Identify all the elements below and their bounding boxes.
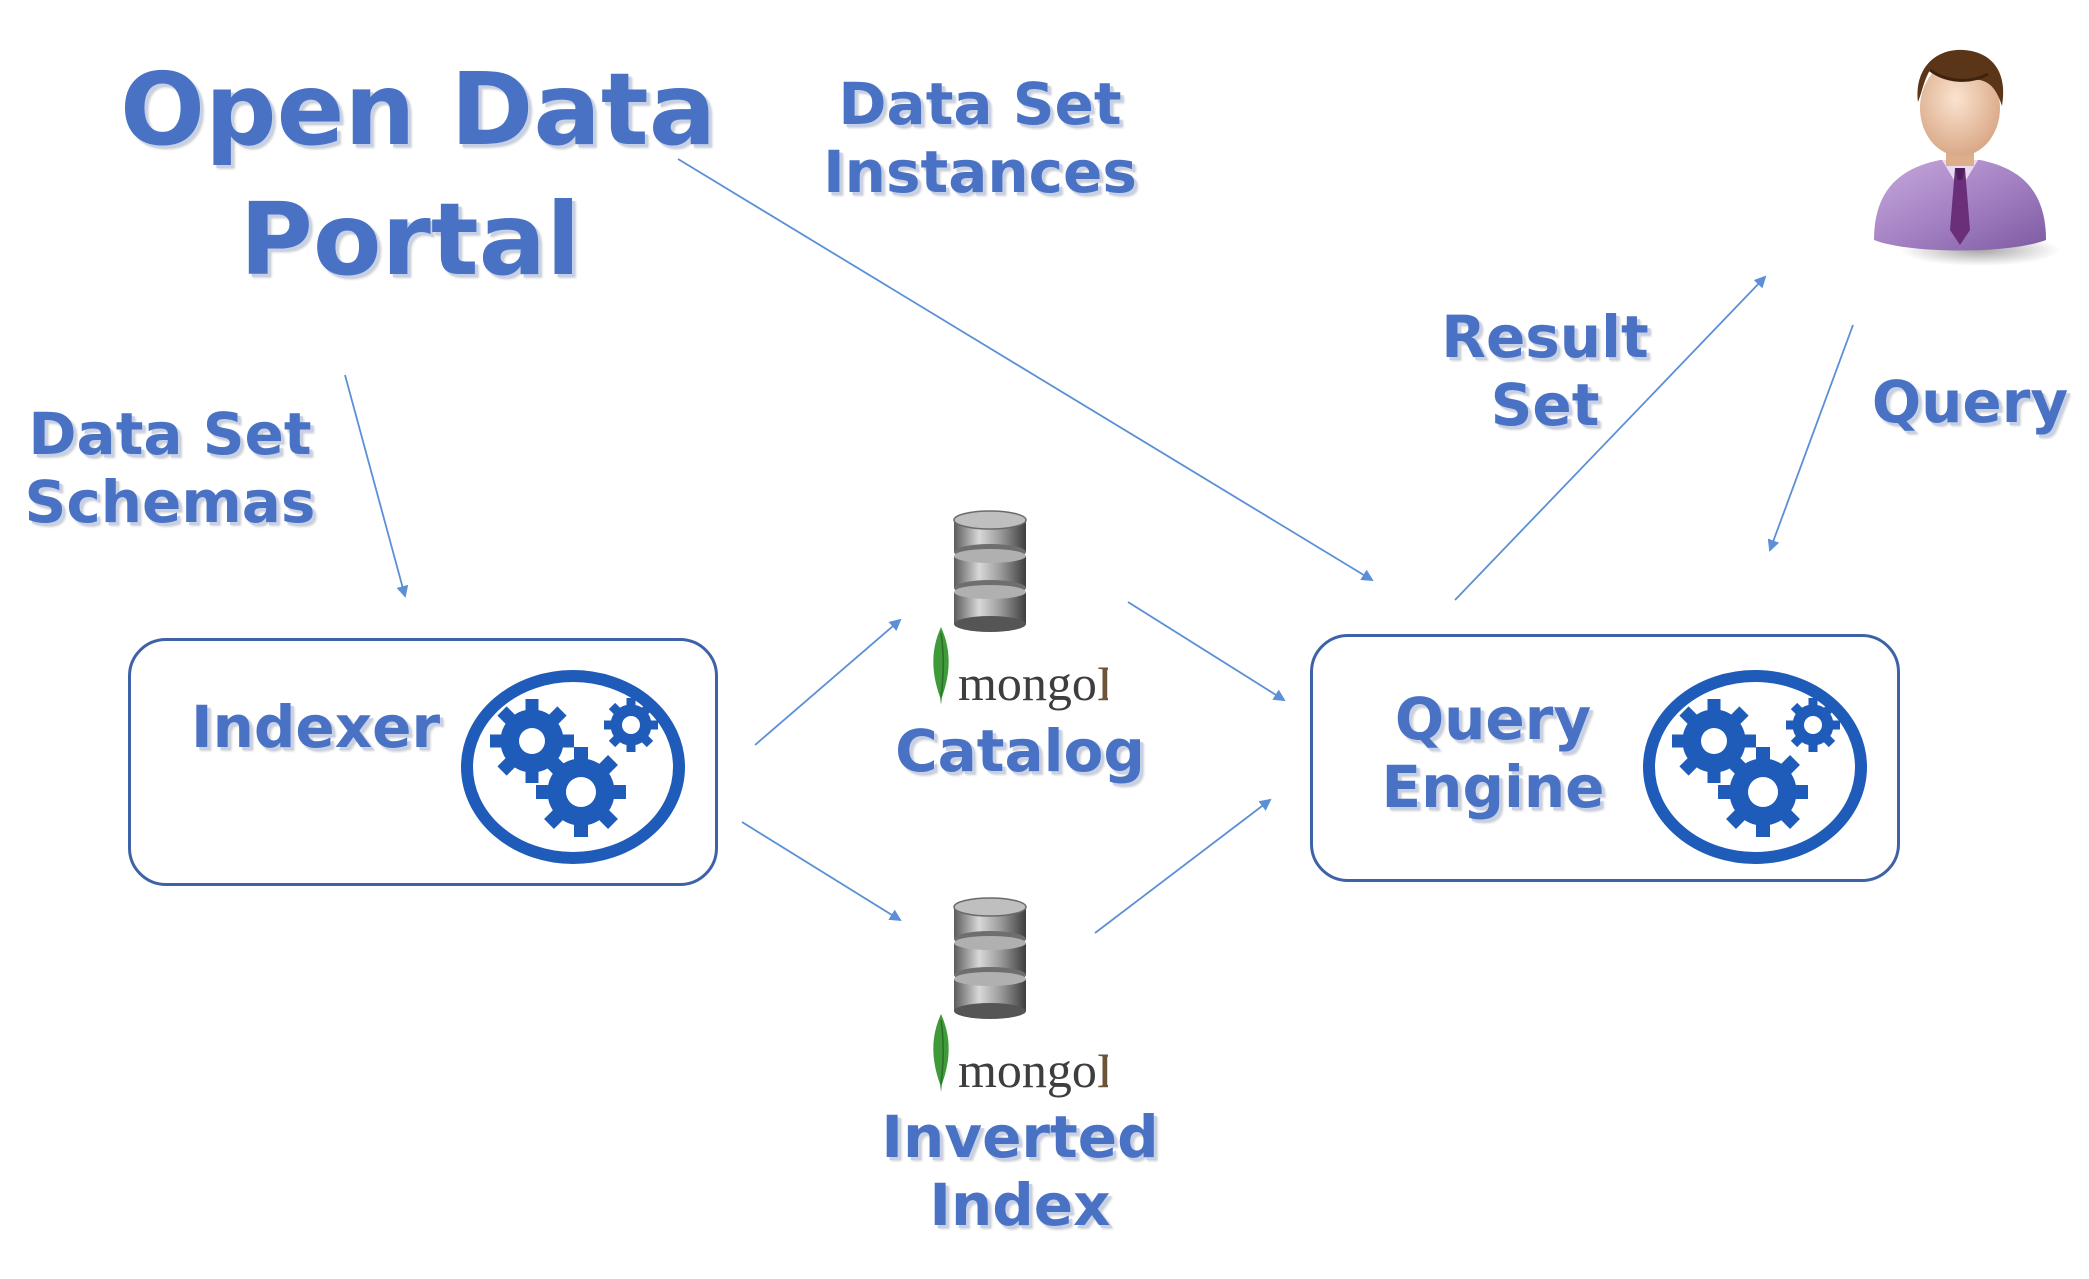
inverted-index-line-2: Index [929, 1171, 1111, 1240]
mongodb-leaf-icon [933, 627, 949, 705]
query-engine-label: Query Engine [1373, 685, 1613, 822]
gears-icon [461, 670, 685, 864]
title-line-1: Open Data [120, 51, 717, 168]
result-line-1: Result [1441, 303, 1649, 371]
query-engine-box: Query Engine [1310, 634, 1900, 882]
indexer-box: Indexer [128, 638, 718, 886]
arrow-portal-to-query-engine [677, 158, 1374, 582]
arrow-user-to-query-engine [1767, 324, 1854, 552]
gears-icon [1643, 670, 1867, 864]
arrow-catalog-to-query-engine [1127, 601, 1286, 702]
inverted-index-line-1: Inverted [881, 1103, 1159, 1171]
indexer-label: Indexer [191, 693, 441, 761]
schemas-line-2: Schemas [24, 468, 316, 537]
arrow-query-engine-to-user [1454, 275, 1767, 601]
arrow-portal-to-indexer [344, 374, 409, 598]
arrow-indexer-to-inverted-index [741, 821, 902, 922]
mongodb-leaf-icon [933, 1014, 949, 1092]
inverted-index-label: Inverted Index [860, 1103, 1180, 1240]
result-set-label: Result Set [1420, 303, 1670, 440]
inverted-index-mongodb-logo: mongoDB [958, 1042, 1108, 1098]
svg-text:mongoDB: mongoDB [958, 655, 1108, 711]
arrow-inverted-index-to-query-engine [1094, 798, 1272, 934]
arrow-indexer-to-catalog [754, 618, 902, 746]
query-engine-line-2: Engine [1381, 753, 1605, 822]
query-label: Query [1871, 368, 2069, 436]
data-set-schemas-label: Data Set Schemas [20, 400, 320, 537]
query-engine-line-1: Query [1394, 685, 1592, 753]
result-line-2: Set [1490, 371, 1600, 440]
database-icon [953, 897, 1027, 1019]
instances-line-2: Instances [823, 138, 1137, 207]
svg-text:mongoDB: mongoDB [958, 1042, 1108, 1098]
catalog-mongodb-logo: mongoDB [958, 655, 1108, 711]
title-line-2: Portal [239, 181, 581, 298]
user-icon [1874, 49, 2060, 266]
instances-line-1: Data Set [838, 70, 1122, 138]
catalog-label: Catalog [895, 717, 1145, 785]
database-icon [953, 510, 1027, 632]
schemas-line-1: Data Set [28, 400, 312, 468]
open-data-portal-title: Open Data Portal [120, 45, 717, 305]
data-set-instances-label: Data Set Instances [820, 70, 1140, 207]
